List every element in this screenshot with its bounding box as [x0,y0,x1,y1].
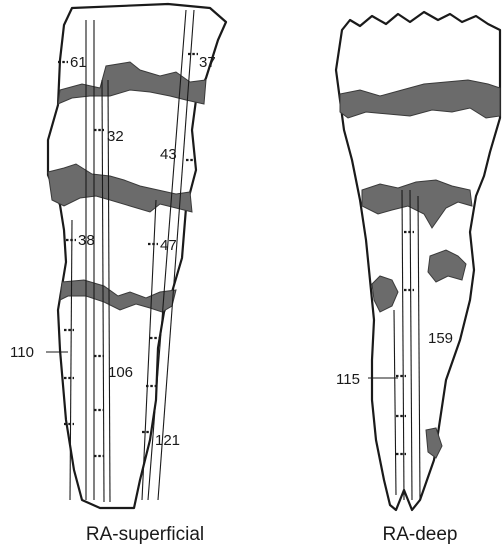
label-61: 61 [70,54,87,71]
label-106: 106 [108,364,133,381]
label-159: 159 [428,330,453,347]
caption-ra-superficial: RA-superficial [86,524,204,545]
label-121: 121 [155,432,180,449]
ra-deep-panel: 159 115 RA-deep [336,12,500,545]
label-115: 115 [336,371,360,388]
ra-superficial-panel: 61 37 32 43 38 47 110 106 121 RA-superfi… [10,4,226,545]
label-110: 110 [10,344,34,361]
label-43: 43 [160,146,177,163]
label-37: 37 [199,54,216,71]
label-38: 38 [78,232,95,249]
label-32: 32 [107,128,124,145]
caption-ra-deep: RA-deep [383,524,458,545]
label-47: 47 [160,237,177,254]
